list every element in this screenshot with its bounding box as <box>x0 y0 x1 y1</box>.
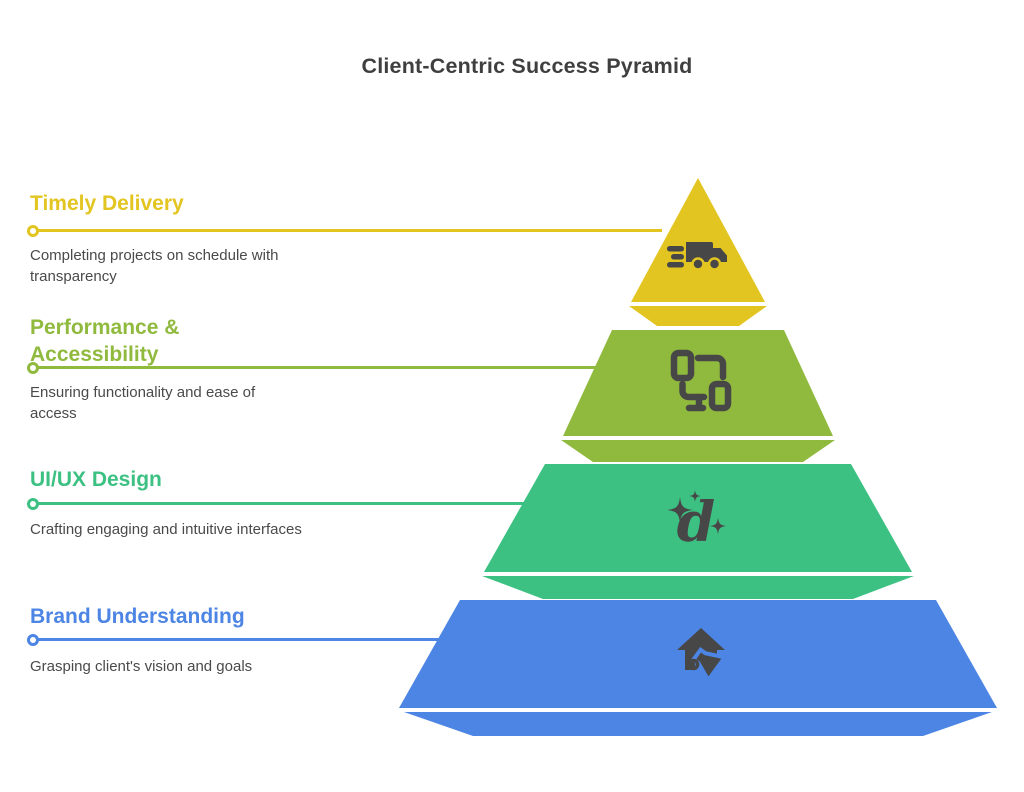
level-label-performance-accessibility: Performance & Accessibility Ensuring fun… <box>27 314 599 422</box>
level-description: Crafting engaging and intuitive interfac… <box>30 521 302 538</box>
pyramid-level-2-base <box>561 440 835 462</box>
level-description: Completing projects on schedule with tra… <box>30 247 279 285</box>
sparkle-d-design-icon: d <box>667 489 727 554</box>
level-description: Grasping client's vision and goals <box>30 658 253 675</box>
page-title: Client-Centric Success Pyramid <box>361 54 693 78</box>
connector-line <box>37 638 443 641</box>
workflow-nodes-icon <box>670 349 732 412</box>
level-label-timely-delivery: Timely Delivery Completing projects on s… <box>27 190 662 285</box>
house-megaphone-icon <box>677 628 729 684</box>
fast-delivery-truck-icon <box>667 242 727 271</box>
pyramid-level-4-base <box>404 712 992 736</box>
pyramid-level-2-shape <box>563 330 833 436</box>
level-heading: Performance & Accessibility <box>30 316 180 366</box>
level-label-ui-ux-design: UI/UX Design Crafting engaging and intui… <box>27 466 524 538</box>
connector-line <box>37 229 662 232</box>
pyramid-level-1-shape <box>631 178 765 302</box>
level-label-brand-understanding: Brand Understanding Grasping client's vi… <box>27 603 443 675</box>
connector-line <box>37 366 599 369</box>
pyramid-level-3-base <box>482 576 914 599</box>
pyramid-level-1-base <box>629 306 767 326</box>
connector-line <box>37 502 524 505</box>
pyramid-level-3-shape <box>484 464 912 572</box>
level-description: Ensuring functionality and ease of acces… <box>30 384 256 422</box>
design-letter-d: d <box>677 489 715 554</box>
level-heading: Timely Delivery <box>30 192 184 215</box>
level-heading: Brand Understanding <box>30 605 245 628</box>
level-heading: UI/UX Design <box>30 468 162 491</box>
